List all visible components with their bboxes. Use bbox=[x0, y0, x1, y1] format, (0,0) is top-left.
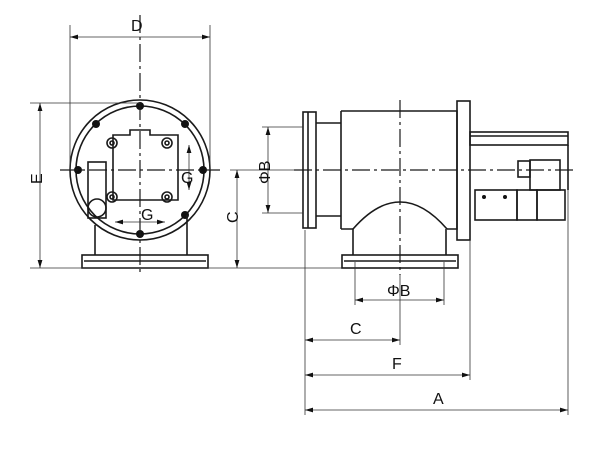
label-phib-bottom: ΦB bbox=[387, 283, 410, 300]
bottom-dimensions: ΦB C F A bbox=[304, 190, 569, 415]
label-d: D bbox=[131, 18, 143, 35]
dimension-d: D bbox=[69, 18, 211, 170]
actuator bbox=[469, 131, 569, 221]
label-g-vertical: G bbox=[181, 170, 193, 187]
dimension-e: E bbox=[29, 102, 345, 269]
label-c-front: C bbox=[225, 211, 242, 223]
label-c-side: C bbox=[350, 321, 362, 338]
side-view bbox=[294, 100, 575, 275]
dimension-c-vertical: C bbox=[225, 169, 300, 268]
label-e: E bbox=[29, 173, 46, 184]
label-a: A bbox=[433, 391, 444, 408]
dimension-phib-side: ΦB bbox=[257, 126, 303, 214]
label-g-horizontal: G bbox=[141, 207, 153, 224]
screw-circles bbox=[106, 137, 173, 203]
label-f: F bbox=[392, 356, 402, 373]
front-view: G G bbox=[60, 15, 220, 275]
label-phib-side: ΦB bbox=[257, 161, 274, 184]
